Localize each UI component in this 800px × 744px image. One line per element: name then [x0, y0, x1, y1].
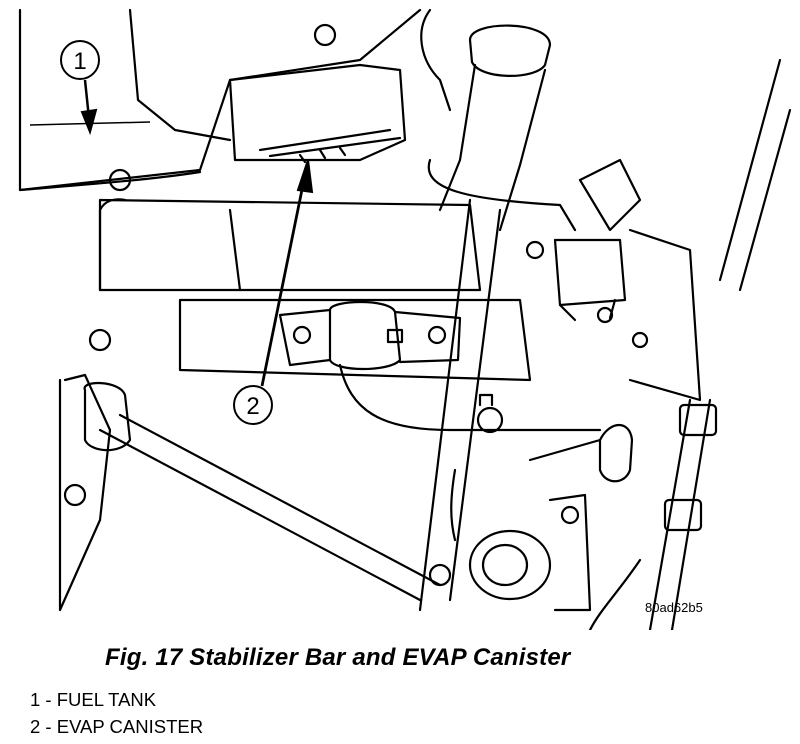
legend-item: 1 - FUEL TANK [30, 689, 157, 710]
legend-label: EVAP CANISTER [56, 716, 204, 737]
stabilizer-bar [98, 363, 602, 602]
fuel-tank-outline [18, 8, 422, 192]
figure-caption: Fig. 17 Stabilizer Bar and EVAP Canister [105, 644, 571, 671]
legend-number: 2 [30, 716, 41, 737]
bolt-icon [560, 505, 580, 525]
bolt-icon [525, 240, 545, 260]
evap-canister [228, 63, 407, 164]
bolt-icon [631, 331, 649, 349]
callout-1-number: 1 [73, 48, 86, 75]
legend-item: 2 - EVAP CANISTER [30, 716, 204, 737]
bolt-icon [596, 306, 614, 324]
callout-2-number: 2 [246, 393, 259, 420]
legend: 1 - FUEL TANK 2 - EVAP CANISTER [30, 686, 203, 740]
bolt-icon [313, 23, 337, 47]
legend-number: 1 [30, 689, 41, 710]
callout-1 [29, 40, 151, 136]
stabilizer-bar-evap-diagram: 1 2 80ad62b5 [18, 8, 792, 630]
figure-code: 80ad62b5 [645, 600, 703, 615]
callout-2 [233, 159, 314, 425]
legend-label: FUEL TANK [56, 689, 157, 710]
bolt-icon [88, 328, 112, 352]
bolt-icon [63, 483, 87, 507]
stabilizer-bushing-bracket [278, 300, 462, 371]
bolt-icon [108, 168, 132, 192]
control-arm-bushing [468, 493, 592, 612]
bolt-icon [428, 563, 452, 587]
